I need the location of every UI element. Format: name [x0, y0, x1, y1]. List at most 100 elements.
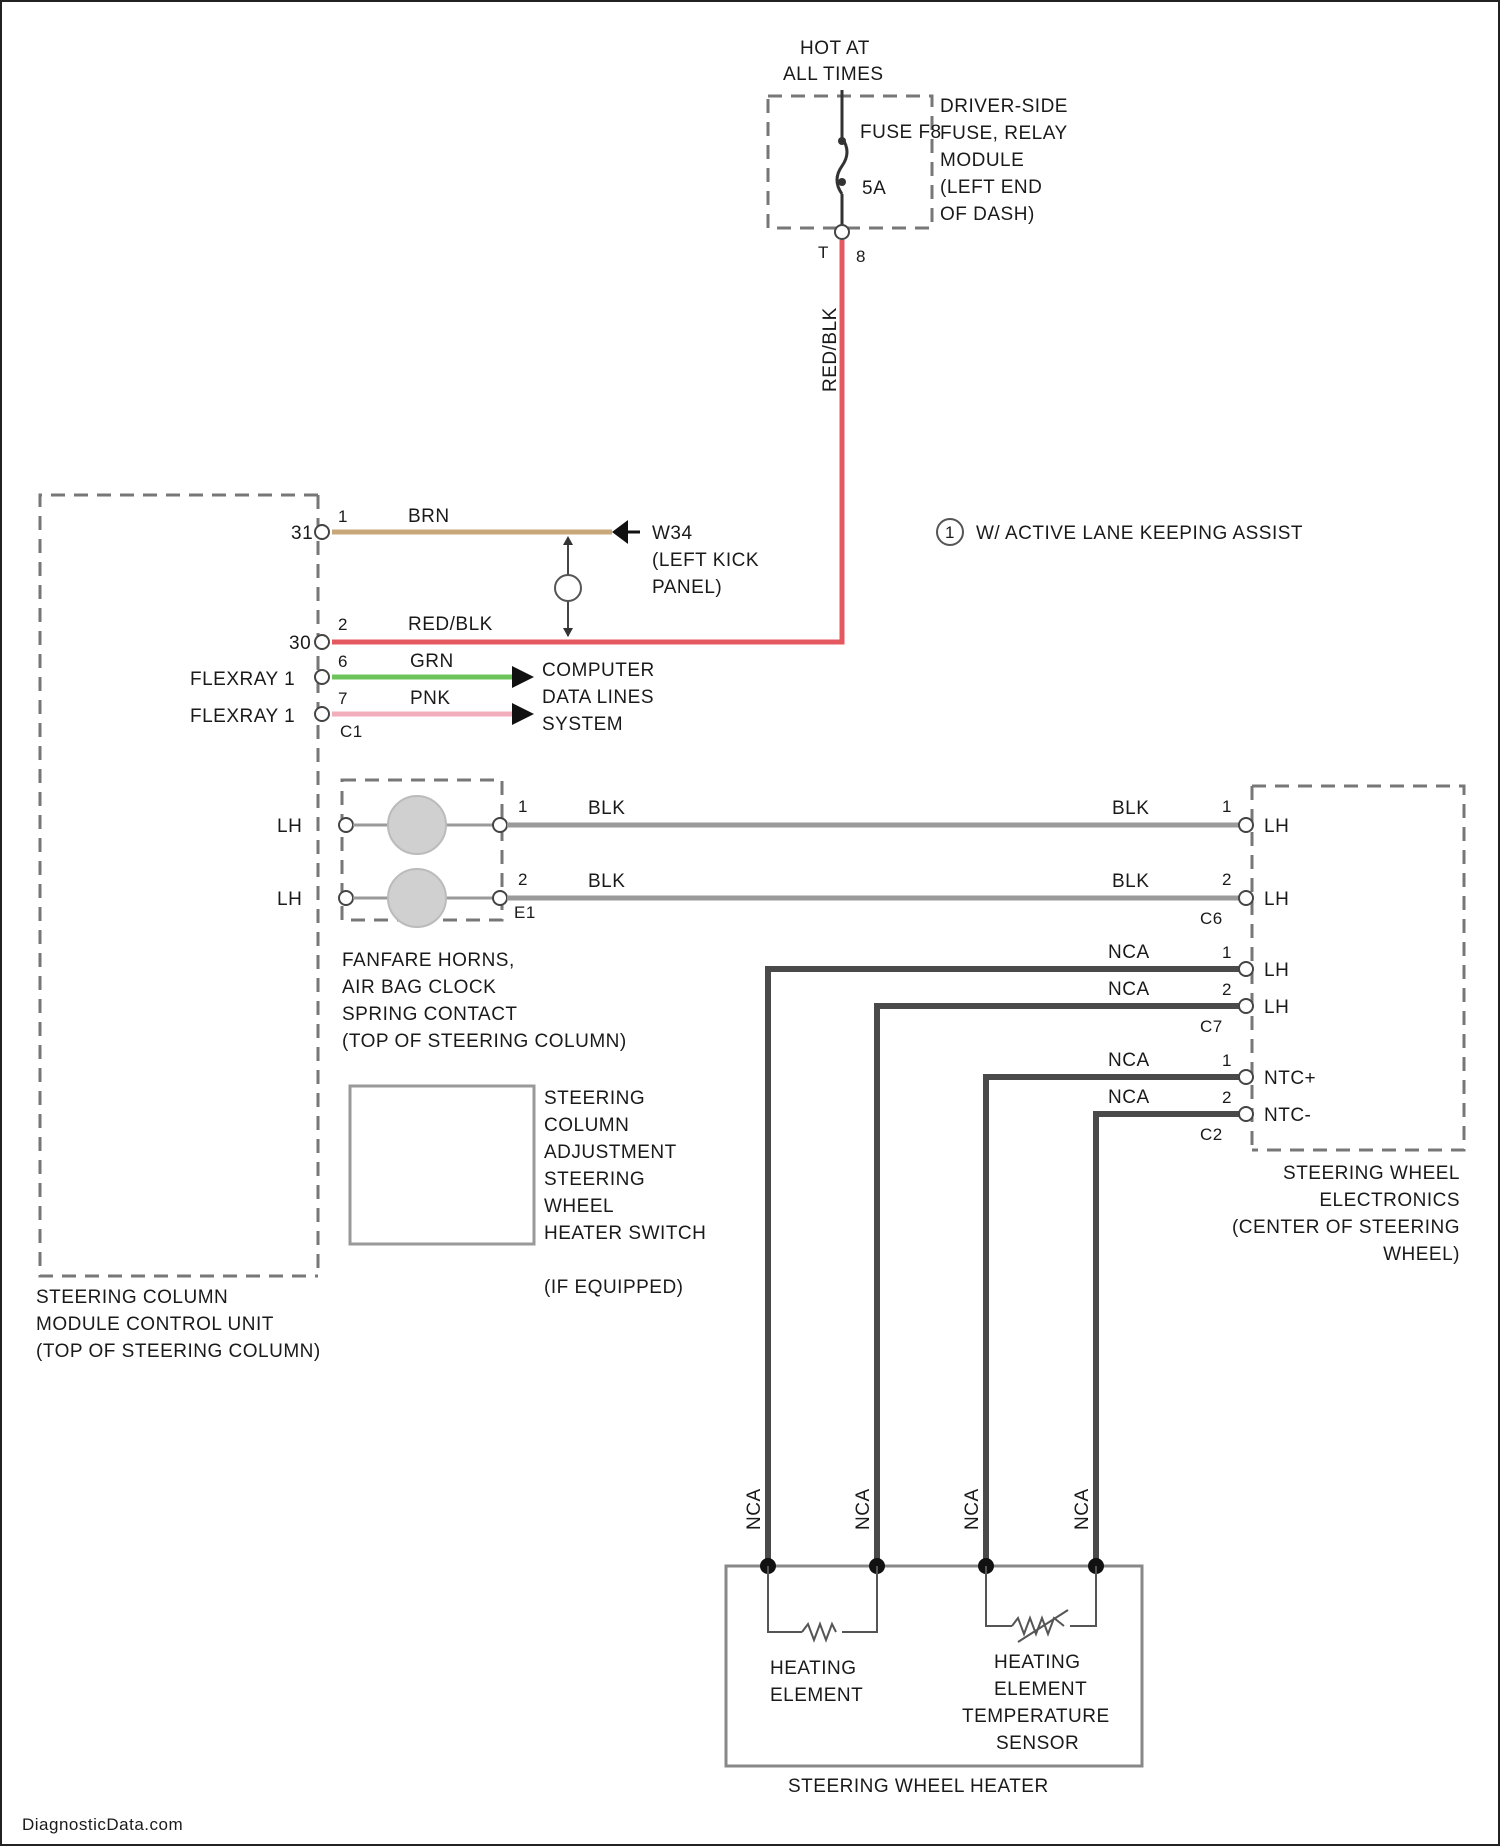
horn-pin-right-1 [493, 818, 507, 832]
column-module-label-3: (TOP OF STEERING COLUMN) [36, 1341, 321, 1362]
wheel-label-4: WHEEL) [1383, 1244, 1460, 1265]
flexray-1-connector [315, 670, 329, 684]
horn-label: FANFARE HORNS, AIR BAG CLOCK SPRING CONT… [342, 950, 627, 1052]
wheel-label-2: ELECTRONICS [1319, 1190, 1460, 1211]
wire-brn-label: BRN [408, 506, 450, 527]
wire-grn-label: GRN [410, 651, 454, 672]
horn-label-4: (TOP OF STEERING COLUMN) [342, 1031, 627, 1052]
horn-pin-2: 2 [518, 870, 528, 889]
element-lead-left [768, 1566, 802, 1632]
pin-31-connector [315, 525, 329, 539]
ground-arrow-icon [612, 520, 628, 544]
wire-nca-3 [986, 1077, 1240, 1566]
heater-wire-1: NCA [744, 1488, 765, 1530]
wire-pnk-label: PNK [410, 688, 451, 709]
column-module-label-1: STEERING COLUMN [36, 1287, 228, 1308]
switch-equipped: (IF EQUIPPED) [544, 1277, 684, 1298]
c2-wire-2: NCA [1108, 1087, 1150, 1108]
fuse-module-line-2: FUSE, RELAY [940, 123, 1068, 144]
fuse-module-label: DRIVER-SIDE FUSE, RELAY MODULE (LEFT END… [940, 96, 1068, 225]
sensor-label-4: SENSOR [996, 1733, 1079, 1754]
data-lines-1: COMPUTER [542, 660, 655, 681]
c7-pin-2: 2 [1222, 980, 1232, 999]
flexray-2-connector [315, 707, 329, 721]
connector-c2: C2 [1200, 1125, 1223, 1144]
pin-1-number: 1 [338, 507, 348, 526]
flexray-label-2: FLEXRAY 1 [190, 706, 295, 727]
fuse-module-line-4: (LEFT END [940, 177, 1042, 198]
heater-wire-3: NCA [962, 1488, 983, 1530]
wire-blk-1-right: BLK [1112, 798, 1149, 819]
wire-red-blk [332, 240, 842, 642]
ground-location-1: (LEFT KICK [652, 550, 759, 571]
pin-2-number: 2 [338, 615, 348, 634]
data-arrow-2-icon [512, 703, 534, 725]
fuse-module-line-1: DRIVER-SIDE [940, 96, 1068, 117]
sensor-variable-slash [1018, 1610, 1068, 1642]
pin-30-connector [315, 635, 329, 649]
sensor-label-1: HEATING [994, 1652, 1081, 1673]
horn-1-icon [388, 796, 446, 854]
connector-c1: C1 [340, 722, 363, 741]
column-module-box [40, 495, 318, 1276]
c2-pin-1: 1 [1222, 1051, 1232, 1070]
c7-pin-2-connector [1239, 999, 1253, 1013]
note-symbol-number: 1 [945, 523, 955, 542]
wheel-electronics-label: STEERING WHEEL ELECTRONICS (CENTER OF ST… [1232, 1163, 1460, 1265]
c2-pin-2: 2 [1222, 1088, 1232, 1107]
pin-30-label: 30 [289, 633, 311, 654]
c7-wire-2: NCA [1108, 979, 1150, 1000]
watermark: DiagnosticData.com [22, 1815, 183, 1834]
ground-name: W34 [652, 523, 693, 544]
switch-label-6: HEATER SWITCH [544, 1223, 706, 1244]
heater-label: STEERING WHEEL HEATER [788, 1776, 1049, 1797]
pin-31-label: 31 [291, 523, 313, 544]
switch-label-5: WHEEL [544, 1196, 614, 1217]
fuse-label: FUSE F8 [860, 122, 942, 143]
switch-box [350, 1086, 534, 1244]
note-text: W/ ACTIVE LANE KEEPING ASSIST [976, 523, 1303, 544]
element-label-2: ELEMENT [770, 1685, 863, 1706]
c7-pin-1: 1 [1222, 943, 1232, 962]
wheel-horn-pin-2: 2 [1222, 870, 1232, 889]
c7-label-2: LH [1264, 997, 1289, 1018]
horn-pin-left-1 [339, 818, 353, 832]
horn-left-label-1: LH [277, 816, 302, 837]
horn-label-1: FANFARE HORNS, [342, 950, 515, 971]
hot-line-1: HOT AT [800, 38, 870, 59]
wheel-label-3: (CENTER OF STEERING [1232, 1217, 1460, 1238]
link-arrow-top-icon [563, 536, 573, 545]
sensor-label-3: TEMPERATURE [962, 1706, 1110, 1727]
wire-nca-1 [768, 969, 1240, 1566]
fuse-terminal-bottom [838, 178, 846, 186]
c2-wire-1: NCA [1108, 1050, 1150, 1071]
switch-label-2: COLUMN [544, 1115, 629, 1136]
fuse-rating: 5A [862, 178, 886, 199]
element-lead-right [842, 1566, 877, 1632]
sensor-label-2: ELEMENT [994, 1679, 1087, 1700]
link-arrow-bottom-icon [563, 628, 573, 637]
horn-left-label-2: LH [277, 889, 302, 910]
flexray-label-1: FLEXRAY 1 [190, 669, 295, 690]
pin-7-number: 7 [338, 689, 348, 708]
wheel-horn-label-2: LH [1264, 889, 1289, 910]
wire-red-blk-label: RED/BLK [408, 614, 493, 635]
horn-pin-right-2 [493, 891, 507, 905]
connector-c6: C6 [1200, 909, 1223, 928]
fuse-pin-number: 8 [856, 247, 866, 266]
connector-c7: C7 [1200, 1017, 1223, 1036]
wire-blk-1-left: BLK [588, 798, 625, 819]
column-module-label-2: MODULE CONTROL UNIT [36, 1314, 274, 1335]
wheel-pin-horn-1 [1239, 818, 1253, 832]
c2-pin-1-connector [1239, 1070, 1253, 1084]
wire-nca-4 [1096, 1114, 1240, 1566]
horn-label-3: SPRING CONTACT [342, 1004, 518, 1025]
wheel-pin-horn-2 [1239, 891, 1253, 905]
c2-pin-2-connector [1239, 1107, 1253, 1121]
switch-label: STEERING COLUMN ADJUSTMENT STEERING WHEE… [544, 1088, 706, 1298]
wire-blk-2-right: BLK [1112, 871, 1149, 892]
link-note-symbol [555, 575, 581, 601]
switch-label-4: STEERING [544, 1169, 645, 1190]
horn-pin-1: 1 [518, 797, 528, 816]
